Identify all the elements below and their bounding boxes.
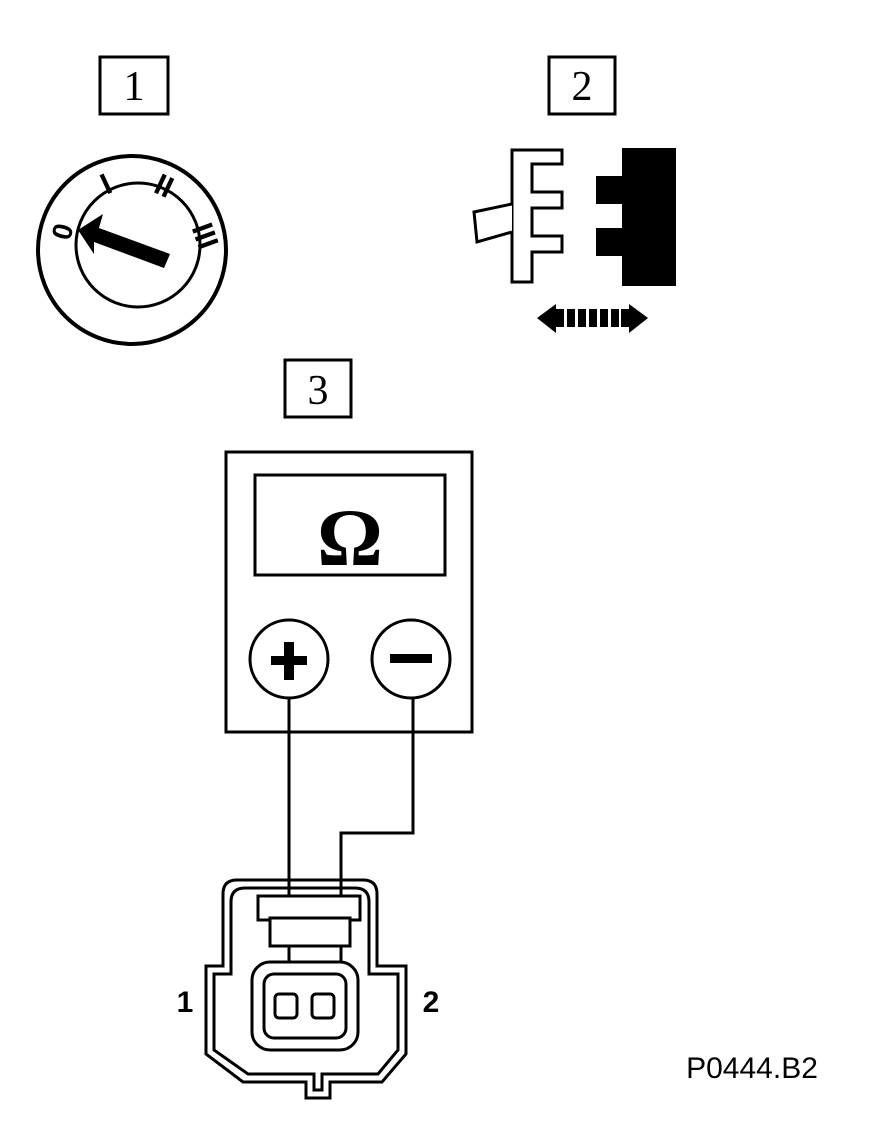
ohmmeter: Ω (224, 450, 474, 734)
pin-2-socket (310, 992, 336, 1020)
connector-unplug-icon (472, 148, 676, 286)
step-3-number: 3 (308, 368, 329, 414)
probe-wires (287, 698, 415, 998)
step-1-number: 1 (124, 64, 145, 110)
step-3-label: 3 (283, 358, 353, 419)
ignition-switch-icon: 0 I II III (36, 154, 228, 346)
step-2-number: 2 (572, 64, 593, 110)
pin-2-label: 2 (423, 986, 440, 1019)
step-2-label: 2 (547, 55, 617, 116)
pin-1-socket (273, 992, 299, 1020)
ohmmeter-display (253, 473, 447, 577)
minus-icon (390, 654, 432, 663)
key-arrow-icon (78, 214, 170, 268)
ignition-position-0: 0 (46, 220, 80, 243)
plus-icon (271, 642, 307, 680)
figure-code: P0444.B2 (686, 1052, 818, 1085)
double-arrow-icon (537, 304, 648, 333)
ohm-symbol: Ω (317, 492, 383, 583)
pin-1-label: 1 (177, 986, 194, 1019)
connector-face (204, 878, 408, 1100)
step-1-label: 1 (98, 55, 170, 116)
